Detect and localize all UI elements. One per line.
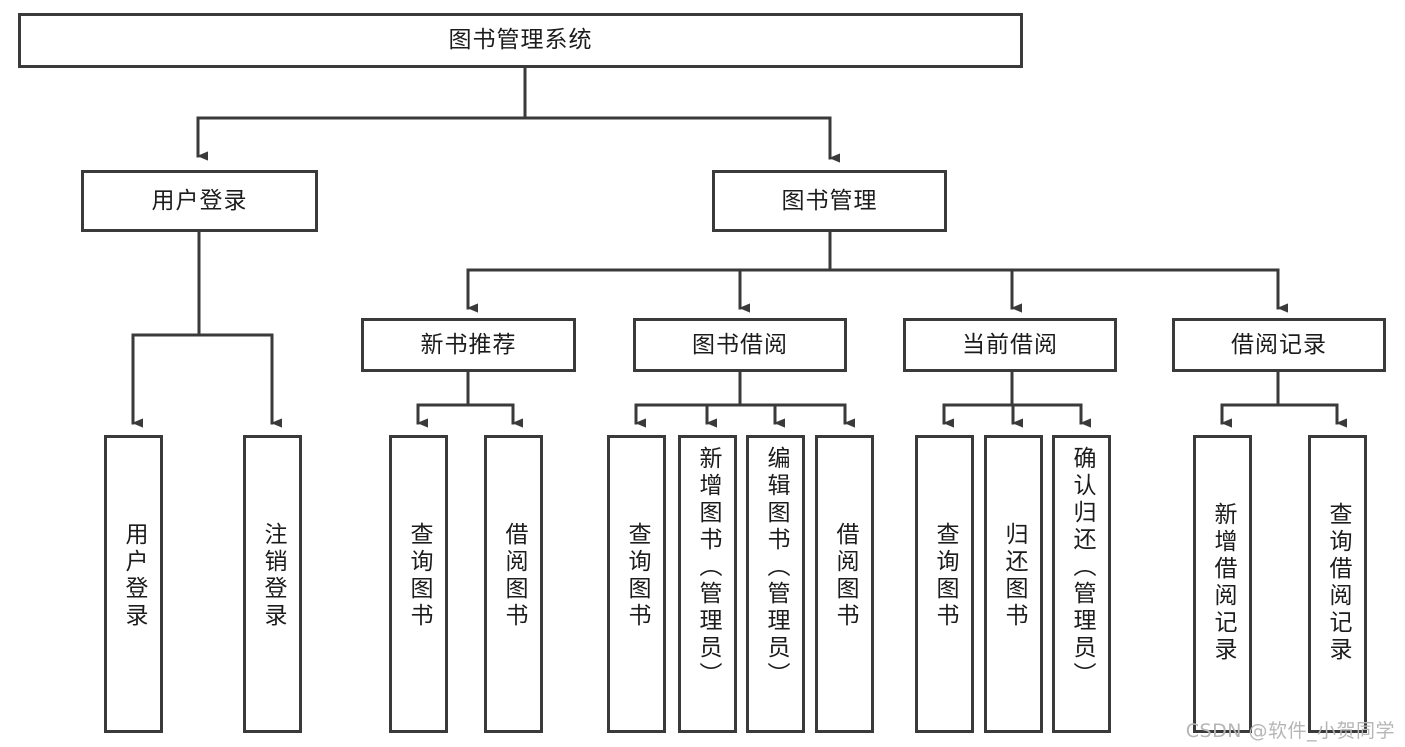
- node-leaf-query-book-3[interactable]: 查询图书: [915, 435, 974, 733]
- node-new-book-recommend-label: 新书推荐: [420, 331, 517, 358]
- node-root[interactable]: 图书管理系统: [18, 13, 1023, 68]
- node-leaf-add-book-label: 新增图书（管理员）: [695, 446, 721, 689]
- node-leaf-query-borrow-record-label: 查询借阅记录: [1325, 502, 1351, 664]
- node-leaf-query-book-3-label: 查询图书: [932, 522, 958, 630]
- node-leaf-confirm-return-label: 确认归还（管理员）: [1069, 446, 1095, 689]
- node-leaf-query-book-1[interactable]: 查询图书: [389, 435, 448, 733]
- node-book-manage[interactable]: 图书管理: [712, 170, 947, 232]
- node-leaf-logout-login[interactable]: 注销登录: [243, 435, 302, 733]
- node-current-borrow[interactable]: 当前借阅: [903, 318, 1117, 372]
- node-leaf-return-book[interactable]: 归还图书: [984, 435, 1043, 733]
- node-leaf-confirm-return[interactable]: 确认归还（管理员）: [1052, 435, 1111, 733]
- node-leaf-return-book-label: 归还图书: [1001, 522, 1027, 630]
- node-leaf-add-borrow-record-label: 新增借阅记录: [1210, 502, 1236, 664]
- node-borrow-record[interactable]: 借阅记录: [1172, 318, 1386, 372]
- node-leaf-user-login[interactable]: 用户登录: [104, 435, 163, 733]
- node-leaf-query-book-2-label: 查询图书: [624, 522, 650, 630]
- node-new-book-recommend[interactable]: 新书推荐: [361, 318, 576, 372]
- node-book-manage-label: 图书管理: [781, 187, 878, 214]
- node-borrow-record-label: 借阅记录: [1231, 331, 1327, 358]
- node-leaf-borrow-book-1-label: 借阅图书: [501, 522, 527, 630]
- node-leaf-edit-book-label: 编辑图书（管理员）: [763, 446, 789, 689]
- watermark-label: CSDN @软件_小贺同学: [1185, 720, 1395, 742]
- node-book-borrow-label: 图书借阅: [692, 331, 788, 358]
- node-leaf-borrow-book-2-label: 借阅图书: [832, 522, 858, 630]
- node-current-borrow-label: 当前借阅: [962, 331, 1058, 358]
- node-leaf-borrow-book-1[interactable]: 借阅图书: [484, 435, 543, 733]
- node-user-login[interactable]: 用户登录: [81, 170, 318, 232]
- node-leaf-logout-login-label: 注销登录: [260, 522, 286, 630]
- node-leaf-user-login-label: 用户登录: [121, 522, 147, 630]
- node-leaf-query-borrow-record[interactable]: 查询借阅记录: [1308, 435, 1367, 733]
- node-book-borrow[interactable]: 图书借阅: [633, 318, 847, 372]
- node-leaf-query-book-1-label: 查询图书: [406, 522, 432, 630]
- node-user-login-label: 用户登录: [151, 187, 248, 214]
- node-leaf-borrow-book-2[interactable]: 借阅图书: [815, 435, 874, 733]
- node-leaf-query-book-2[interactable]: 查询图书: [607, 435, 666, 733]
- node-leaf-add-book[interactable]: 新增图书（管理员）: [678, 435, 737, 733]
- node-leaf-edit-book[interactable]: 编辑图书（管理员）: [746, 435, 805, 733]
- node-root-label: 图书管理系统: [448, 27, 593, 54]
- node-leaf-add-borrow-record[interactable]: 新增借阅记录: [1193, 435, 1252, 733]
